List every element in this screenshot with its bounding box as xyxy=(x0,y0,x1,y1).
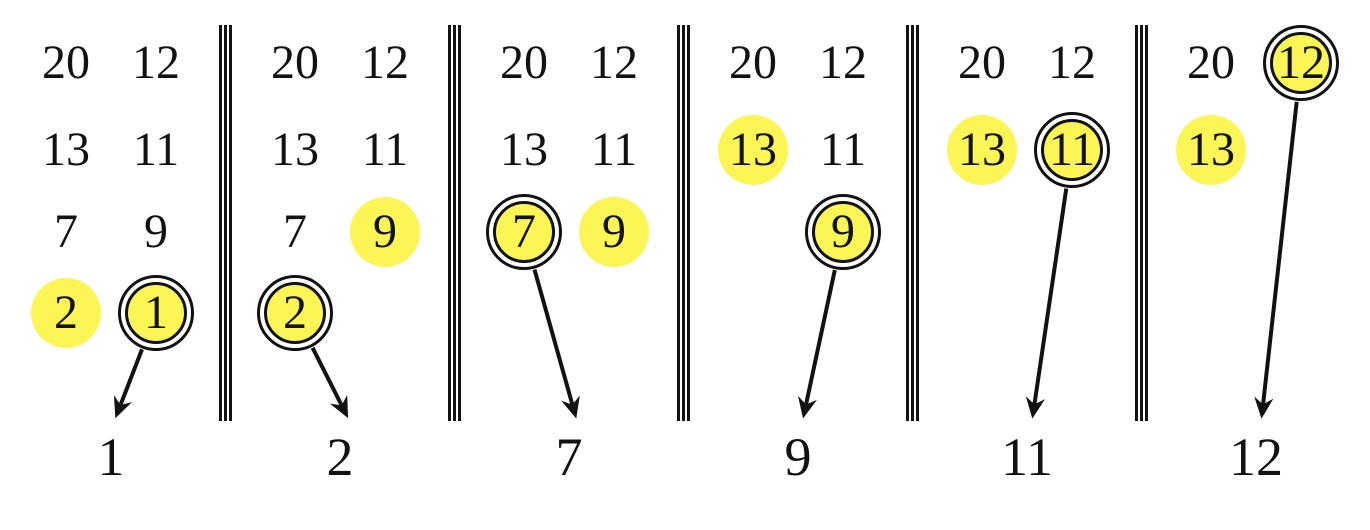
selection-arrow xyxy=(532,269,580,419)
highlighted-cell: 13 xyxy=(947,115,1017,185)
cell-value: 2 xyxy=(54,286,78,339)
cell-value: 12 xyxy=(1277,36,1325,89)
number-cell: 9 xyxy=(144,205,168,258)
cell-value: 11 xyxy=(1048,123,1096,176)
selected-cell: 9 xyxy=(805,194,881,270)
selected-cell: 7 xyxy=(486,194,562,270)
output-number: 11 xyxy=(1001,427,1053,487)
output-number: 9 xyxy=(784,427,812,487)
number-cell: 7 xyxy=(283,205,307,258)
number-cell: 11 xyxy=(819,123,867,176)
selection-arrow xyxy=(1254,101,1299,419)
panel-separator xyxy=(906,25,919,421)
cell-value: 7 xyxy=(512,205,536,258)
cell-value: 2 xyxy=(283,286,307,339)
selected-cell: 12 xyxy=(1263,25,1339,101)
output-number: 12 xyxy=(1229,427,1283,487)
selected-cell-ring: 1 xyxy=(125,282,187,344)
selection-arrow xyxy=(797,269,837,419)
number-cell: 13 xyxy=(271,123,319,176)
number-cell: 12 xyxy=(819,36,867,89)
number-cell: 20 xyxy=(271,36,319,89)
number-cell: 11 xyxy=(590,123,638,176)
number-cell: 12 xyxy=(590,36,638,89)
selected-cell: 11 xyxy=(1034,112,1110,188)
cell-value: 9 xyxy=(831,205,855,258)
number-cell: 13 xyxy=(42,123,90,176)
highlighted-cell: 9 xyxy=(579,197,649,267)
output-number: 1 xyxy=(97,427,125,487)
number-cell: 12 xyxy=(132,36,180,89)
selection-arrow xyxy=(1025,188,1069,419)
highlighted-cell: 9 xyxy=(350,197,420,267)
number-cell: 13 xyxy=(500,123,548,176)
highlighted-cell: 13 xyxy=(1176,115,1246,185)
cell-value: 1 xyxy=(144,286,168,339)
number-cell: 20 xyxy=(729,36,777,89)
selected-cell-ring: 9 xyxy=(812,201,874,263)
cell-value: 13 xyxy=(729,123,777,176)
selected-cell-ring: 12 xyxy=(1270,32,1332,94)
selection-arrow xyxy=(310,346,349,419)
cell-value: 9 xyxy=(373,205,397,258)
number-cell: 20 xyxy=(1187,36,1235,89)
selected-cell-ring: 2 xyxy=(264,282,326,344)
highlighted-cell: 13 xyxy=(718,115,788,185)
panel-separator xyxy=(448,25,461,421)
output-number: 2 xyxy=(326,427,354,487)
number-cell: 7 xyxy=(54,205,78,258)
selected-cell-ring: 7 xyxy=(493,201,555,263)
cell-value: 9 xyxy=(602,205,626,258)
number-cell: 20 xyxy=(500,36,548,89)
number-cell: 12 xyxy=(361,36,409,89)
number-cell: 11 xyxy=(132,123,180,176)
highlighted-cell: 2 xyxy=(31,278,101,348)
selected-cell: 2 xyxy=(257,275,333,351)
panel-separator xyxy=(677,25,690,421)
panel-separator xyxy=(1135,25,1148,421)
cell-value: 13 xyxy=(1187,123,1235,176)
selected-cell-ring: 11 xyxy=(1041,119,1103,181)
number-cell: 20 xyxy=(42,36,90,89)
output-number: 7 xyxy=(555,427,583,487)
panel-separator xyxy=(219,25,232,421)
selected-cell: 1 xyxy=(118,275,194,351)
number-cell: 11 xyxy=(361,123,409,176)
cell-value: 13 xyxy=(958,123,1006,176)
selection-arrow xyxy=(113,348,144,419)
number-cell: 12 xyxy=(1048,36,1096,89)
number-cell: 20 xyxy=(958,36,1006,89)
